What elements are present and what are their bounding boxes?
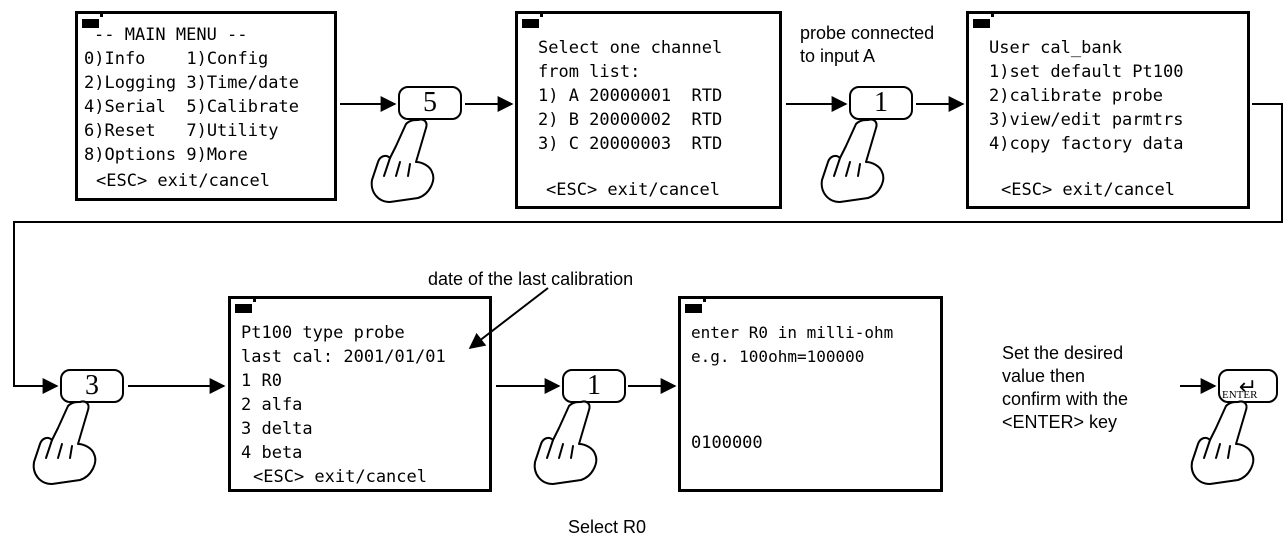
key-1-button[interactable]: 1 <box>849 86 913 120</box>
screen-line: -- MAIN MENU -- <box>94 25 248 45</box>
battery-icon <box>685 299 706 313</box>
screen-line: e.g. 100ohm=100000 <box>691 347 865 366</box>
set-value-note: Set the desired value then confirm with … <box>1002 343 1129 432</box>
user-cal-screen: User cal_bank 1)set default Pt100 2)cali… <box>966 11 1250 209</box>
menu-item-calibrate-probe: 2)calibrate probe <box>989 86 1163 106</box>
channel-select-screen: Select one channel from list: 1) A 20000… <box>515 11 782 209</box>
pressing-hand-icon <box>533 400 598 485</box>
select-r0-note: Select R0 <box>568 517 647 537</box>
screen-line: from list: <box>538 62 641 82</box>
probe-connected-note: probe connected to input A <box>800 23 935 66</box>
enter-key-label: ENTER <box>1222 389 1258 401</box>
enter-key-button[interactable]: ↵ ENTER <box>1218 369 1278 403</box>
r0-value-field: 0100000 <box>691 433 763 453</box>
battery-icon <box>522 14 543 28</box>
esc-hint: <ESC> exit/cancel <box>546 180 720 200</box>
esc-hint: <ESC> exit/cancel <box>96 171 270 191</box>
param-item-beta: 4 beta <box>241 443 303 463</box>
channel-item-b: 2) B 20000002 RTD <box>538 110 723 130</box>
menu-item-options-more: 8)Options 9)More <box>84 145 248 165</box>
annotation-leader <box>468 287 549 349</box>
pressing-hand-icon <box>1190 400 1255 485</box>
last-cal-date-note: date of the last calibration <box>428 269 634 289</box>
menu-item-reset-utility: 6)Reset 7)Utility <box>84 121 279 141</box>
battery-icon <box>973 14 994 28</box>
pressing-hand-icon <box>820 118 885 203</box>
key-3-button[interactable]: 3 <box>60 369 124 403</box>
param-item-r0: 1 R0 <box>241 371 282 391</box>
pressing-hand-icon <box>32 400 97 485</box>
menu-item-view-edit: 3)view/edit parmtrs <box>989 110 1184 130</box>
screen-line: Select one channel <box>538 38 723 58</box>
battery-icon <box>235 299 256 313</box>
probe-params-screen: Pt100 type probe last cal: 2001/01/01 1 … <box>228 296 492 492</box>
esc-hint: <ESC> exit/cancel <box>253 467 427 487</box>
main-menu-screen: -- MAIN MENU -- 0)Info 1)Config 2)Loggin… <box>75 11 337 201</box>
pressing-hand-icon <box>370 118 435 203</box>
flow-connector <box>13 103 1283 394</box>
menu-item-serial-calibrate: 4)Serial 5)Calibrate <box>84 97 299 117</box>
menu-item-set-default: 1)set default Pt100 <box>989 62 1184 82</box>
menu-item-info-config: 0)Info 1)Config <box>84 49 269 69</box>
key-1-button[interactable]: 1 <box>562 369 626 403</box>
screen-line: enter R0 in milli-ohm <box>691 323 894 342</box>
last-cal-line: last cal: 2001/01/01 <box>241 347 446 367</box>
enter-arrow-icon: ↵ <box>1238 375 1258 400</box>
channel-item-a: 1) A 20000001 RTD <box>538 86 723 106</box>
menu-item-copy-factory: 4)copy factory data <box>989 134 1184 154</box>
esc-hint: <ESC> exit/cancel <box>1001 180 1175 200</box>
battery-icon <box>82 14 103 28</box>
channel-item-c: 3) C 20000003 RTD <box>538 134 723 154</box>
screen-line: Pt100 type probe <box>241 323 405 343</box>
enter-r0-screen: enter R0 in milli-ohm e.g. 100ohm=100000… <box>678 296 943 492</box>
key-5-button[interactable]: 5 <box>398 86 462 120</box>
param-item-delta: 3 delta <box>241 419 313 439</box>
param-item-alfa: 2 alfa <box>241 395 303 415</box>
menu-item-logging-timedate: 2)Logging 3)Time/date <box>84 73 299 93</box>
screen-line: User cal_bank <box>989 38 1123 58</box>
